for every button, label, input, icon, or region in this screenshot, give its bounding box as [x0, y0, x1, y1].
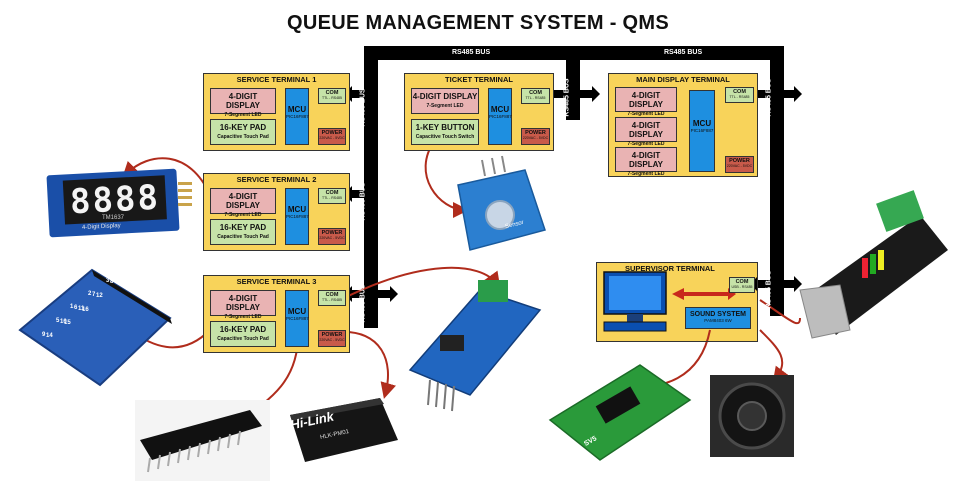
- keypad-key-9: 9: [42, 332, 46, 338]
- terminal-title: SERVICE TERMINAL 1: [236, 75, 317, 84]
- seg-display-brand: TM1637: [102, 215, 125, 221]
- pic-chip: [135, 400, 270, 481]
- terminal-title: TICKET TERMINAL: [445, 75, 513, 84]
- terminal-title: SERVICE TERMINAL 3: [236, 277, 317, 286]
- keypad-key-15: 15: [64, 320, 71, 326]
- link-power-to-hilink: [339, 330, 396, 399]
- link-com-to-rs485: [339, 266, 501, 301]
- keypad-key-16: 16: [82, 307, 89, 313]
- computer-icon: [603, 271, 736, 332]
- bus-label-top-right: RS485 BUS: [664, 49, 703, 56]
- bus-label-left-2: RS485 BUS: [359, 182, 367, 221]
- terminal-title: MAIN DISPLAY TERMINAL: [636, 75, 730, 84]
- bus-left-trunk: [364, 46, 378, 328]
- keypad-key-5: 5: [56, 318, 60, 324]
- link-sound-to-speaker: [759, 329, 789, 384]
- seg-display-module: [46, 168, 192, 238]
- bus-label-ticket: RS485 BUS: [563, 78, 571, 117]
- hilink-module: [290, 398, 398, 462]
- link-display-to-module: [122, 157, 211, 196]
- rs485-module: [408, 280, 542, 412]
- touch-sensor-module: [457, 155, 546, 251]
- usb-rs485-adapter: [799, 190, 948, 339]
- keypad-key-4: 4: [124, 265, 128, 271]
- keypad-key-14: 14: [46, 333, 53, 339]
- keypad-key-13: 13: [28, 346, 35, 352]
- bus-label-left-1: RS485 BUS: [359, 88, 367, 127]
- terminal-title: SUPERVISOR TERMINAL: [625, 264, 715, 273]
- keypad-key-3: 3: [106, 278, 110, 284]
- keypad-key-7: 7: [92, 292, 96, 298]
- keypad-key-8: 8: [110, 279, 114, 285]
- keypad-key-2: 2: [88, 291, 92, 297]
- keypad-key-1: 1: [70, 304, 74, 310]
- terminal-title: SERVICE TERMINAL 2: [236, 175, 317, 184]
- bus-ticket-drop: [566, 60, 580, 120]
- bus-label-left-3: RS485 BUS: [359, 284, 367, 323]
- keypad-key-11: 11: [78, 306, 85, 312]
- keypad-key-12: 12: [96, 293, 103, 299]
- keypad-key-6: 6: [74, 305, 78, 311]
- bus-label-right-1: RS485 BUS: [765, 78, 773, 117]
- speaker: [710, 375, 794, 457]
- keypad-key-10: 10: [60, 319, 67, 325]
- amplifier-board: [548, 364, 692, 461]
- diagram-title: QUEUE MANAGEMENT SYSTEM - QMS: [286, 12, 670, 34]
- link-button-to-sensor: [424, 139, 469, 218]
- bus-top-segment: [364, 46, 784, 60]
- bus-label-top-left: RS485 BUS: [452, 49, 491, 56]
- bus-right-trunk: [770, 46, 784, 316]
- link-usb-to-adapter: [759, 299, 801, 325]
- keypad-module: [18, 268, 172, 387]
- bus-label-right-2: RS485 BUS: [765, 270, 773, 309]
